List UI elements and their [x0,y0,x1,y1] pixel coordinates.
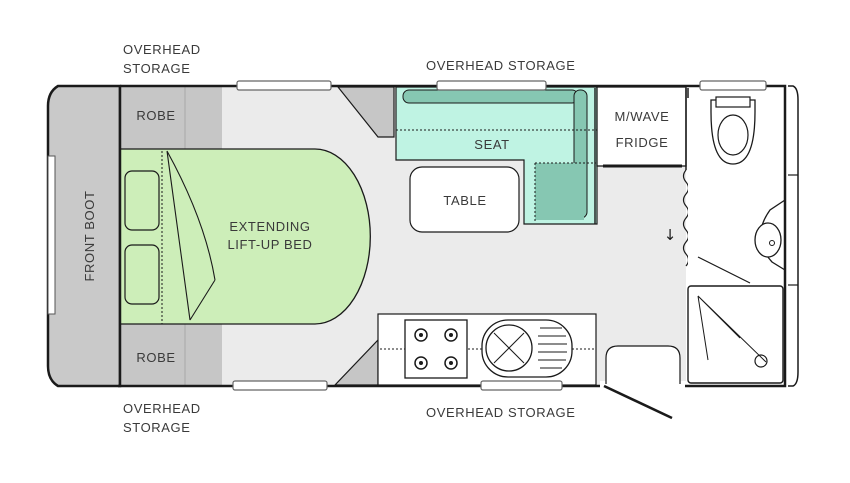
bed-label-line2: LIFT-UP BED [227,237,312,252]
table [409,166,520,233]
seat-storage [535,163,584,220]
window-top-bed [236,80,332,91]
window-top-seat [436,80,547,91]
microwave-fridge-label-line2: FRIDGE [616,135,669,150]
bed-label-line1: EXTENDING [229,219,310,234]
robe-top [120,87,222,149]
entry-door [603,384,673,420]
front-boot-label: FRONT BOOT [82,191,97,282]
drainer-ribs [538,327,567,369]
overhead-storage-top-left-line1: OVERHEAD [123,42,201,57]
burner-4 [444,356,458,370]
windows [232,80,767,391]
pillow-top [124,170,160,231]
robe-top-label: ROBE [136,108,175,123]
overhead-storage-bottom-left-line1: OVERHEAD [123,401,201,416]
toilet-cistern [715,96,751,108]
robe-bottom [120,324,222,385]
burner-1 [414,328,428,342]
overhead-storage-bottom-left-line2: STORAGE [123,420,191,435]
front-boot [46,84,122,388]
toilet-bowl [717,114,749,156]
bed [119,148,371,325]
microwave-fridge-label-line1: M/WAVE [615,109,670,124]
shower-screen [697,295,767,363]
direction-arrow: ↓ [664,226,677,244]
entry-door-gap [600,384,685,389]
window-bottom-kitchen [480,380,563,391]
pillow-bottom [124,244,160,305]
bed-fold-line [166,150,216,321]
burner-2 [444,328,458,342]
microwave-fridge [596,86,687,167]
shower-drain [754,354,768,368]
seat-backrest [402,89,579,104]
cooktop [404,319,468,379]
vanity-basin [754,222,782,258]
window-top-bathroom [699,80,767,91]
window-bottom-bed [232,380,328,391]
front-boot-window [47,155,56,315]
burner-3 [414,356,428,370]
table-label: TABLE [443,193,486,208]
overhead-storage-top-left-line2: STORAGE [123,61,191,76]
rear-bumper [788,85,799,387]
seat-label: SEAT [474,137,509,152]
door-side-cabinet [605,345,681,386]
robe-bottom-label: ROBE [136,350,175,365]
overhead-storage-top-label: OVERHEAD STORAGE [426,58,576,73]
overhead-storage-top-left-label: OVERHEAD STORAGE [123,40,201,78]
overhead-storage-bottom-left-label: OVERHEAD STORAGE [123,399,201,437]
overhead-storage-bottom-label: OVERHEAD STORAGE [426,405,576,420]
